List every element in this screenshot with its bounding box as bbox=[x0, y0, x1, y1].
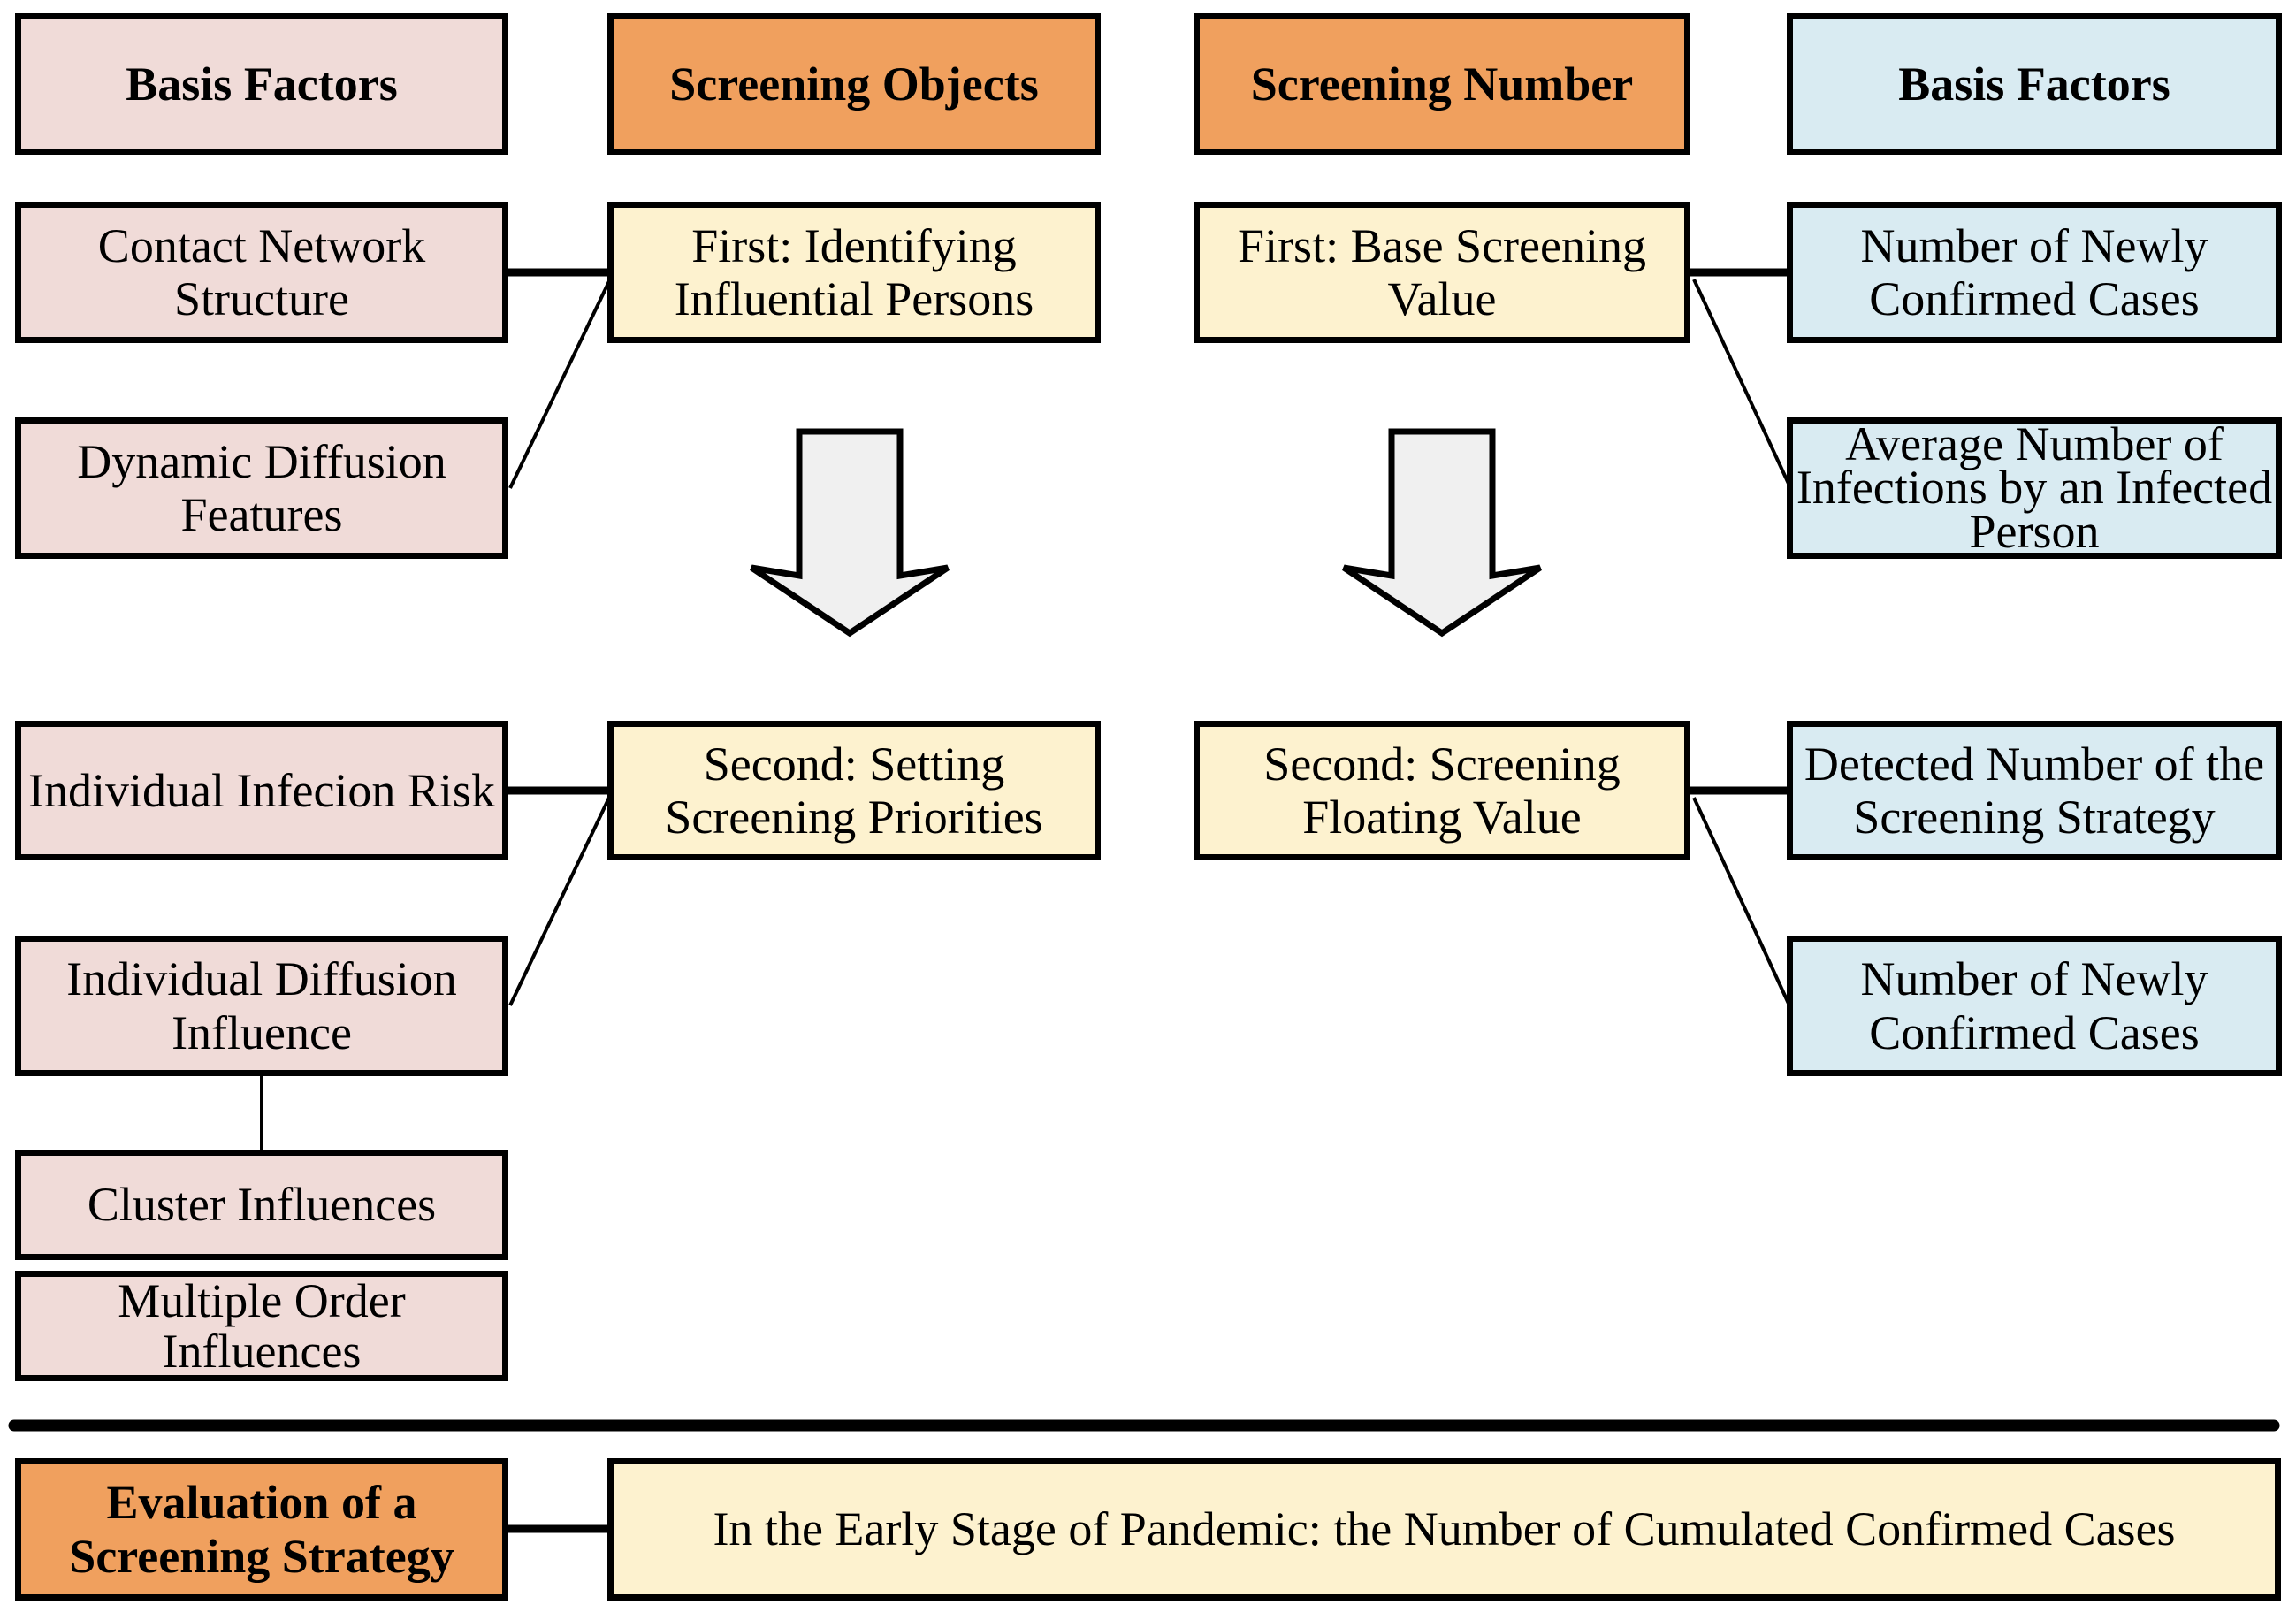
box-average-number-infections: Average Number of Infections by an Infec… bbox=[1787, 417, 2282, 559]
connector-diffusion-to-second bbox=[508, 797, 611, 1006]
connector-dynamic-to-first bbox=[508, 279, 612, 489]
header-screening-number-label: Screening Number bbox=[1250, 57, 1634, 111]
header-basis-factors-right-label: Basis Factors bbox=[1898, 57, 2170, 111]
box-second-screening-floating-value: Second: Screening Floating Value bbox=[1194, 721, 1690, 860]
box-first-base-label: First: Base Screening Value bbox=[1238, 218, 1646, 325]
box-number-newly-confirmed-cases-bottom: Number of Newly Confirmed Cases bbox=[1787, 936, 2282, 1076]
box-evaluation-screening-strategy: Evaluation of a Screening Strategy bbox=[15, 1458, 508, 1601]
box-individual-diffusion-influence: Individual Diffusion Influence bbox=[15, 936, 508, 1076]
box-first-identifying-influential-persons: First: Identifying Influential Persons bbox=[607, 202, 1101, 343]
box-number-newly-confirmed-cases-top: Number of Newly Confirmed Cases bbox=[1787, 202, 2282, 343]
box-early-stage-label: In the Early Stage of Pandemic: the Numb… bbox=[713, 1502, 2176, 1556]
box-first-base-screening-value: First: Base Screening Value bbox=[1194, 202, 1690, 343]
box-contact-network-structure: Contact Network Structure bbox=[15, 202, 508, 343]
box-detected-number-label: Detected Number of the Screening Strateg… bbox=[1804, 737, 2265, 844]
box-multiple-order-influences: Multiple Order Influences bbox=[15, 1271, 508, 1381]
header-screening-number: Screening Number bbox=[1194, 13, 1690, 155]
header-basis-factors-left-label: Basis Factors bbox=[126, 57, 398, 111]
box-multiple-order-label: Multiple Order Influences bbox=[118, 1274, 406, 1378]
box-cluster-influences-label: Cluster Influences bbox=[87, 1178, 437, 1232]
down-arrow-icon bbox=[1342, 428, 1542, 638]
box-dynamic-diffusion-label: Dynamic Diffusion Features bbox=[77, 434, 446, 541]
connector-floating-to-newly bbox=[1692, 797, 1791, 1006]
box-cluster-influences: Cluster Influences bbox=[15, 1150, 508, 1260]
box-second-floating-label: Second: Screening Floating Value bbox=[1263, 737, 1621, 844]
box-early-stage-pandemic: In the Early Stage of Pandemic: the Numb… bbox=[607, 1458, 2281, 1601]
box-second-setting-screening-priorities: Second: Setting Screening Priorities bbox=[607, 721, 1101, 860]
box-evaluation-label: Evaluation of a Screening Strategy bbox=[69, 1476, 454, 1583]
header-screening-objects-label: Screening Objects bbox=[669, 57, 1039, 111]
connector-base-to-average bbox=[1692, 279, 1791, 486]
box-detected-number-screening-strategy: Detected Number of the Screening Strateg… bbox=[1787, 721, 2282, 860]
header-basis-factors-left: Basis Factors bbox=[15, 13, 508, 155]
box-individual-diffusion-label: Individual Diffusion Influence bbox=[66, 952, 457, 1059]
box-second-setting-label: Second: Setting Screening Priorities bbox=[665, 737, 1043, 844]
box-newly-confirmed-top-label: Number of Newly Confirmed Cases bbox=[1860, 218, 2208, 325]
header-screening-objects: Screening Objects bbox=[607, 13, 1101, 155]
box-individual-infection-risk: Individual Infecion Risk bbox=[15, 721, 508, 860]
header-basis-factors-right: Basis Factors bbox=[1787, 13, 2282, 155]
down-arrow-icon bbox=[750, 428, 950, 638]
box-first-identifying-label: First: Identifying Influential Persons bbox=[674, 218, 1034, 325]
box-average-infections-label: Average Number of Infections by an Infec… bbox=[1796, 416, 2273, 558]
box-newly-confirmed-bottom-label: Number of Newly Confirmed Cases bbox=[1860, 952, 2208, 1059]
box-individual-infection-risk-label: Individual Infecion Risk bbox=[28, 763, 495, 817]
box-contact-network-structure-label: Contact Network Structure bbox=[97, 218, 426, 325]
box-dynamic-diffusion-features: Dynamic Diffusion Features bbox=[15, 417, 508, 559]
